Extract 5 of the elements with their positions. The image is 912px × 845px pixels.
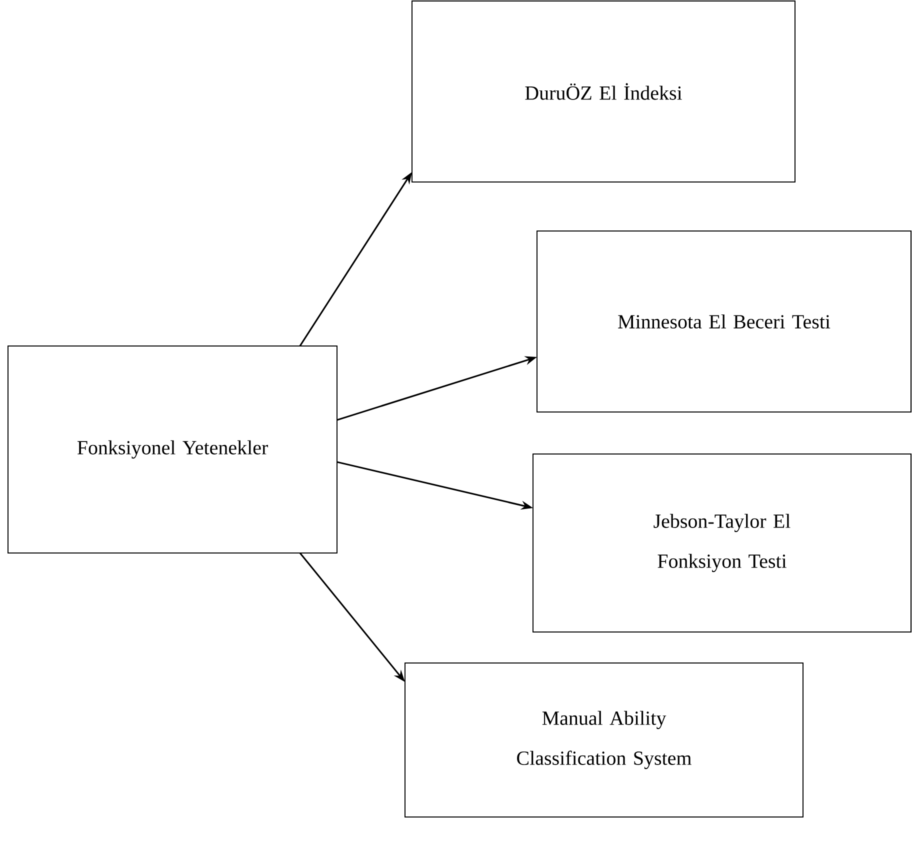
text-box: Jebson-Taylor El Fonksiyon Testi xyxy=(532,453,912,632)
text-box: DuruÖZ El İndeksi xyxy=(412,0,796,182)
text-box: Fonksiyonel Yetenekler xyxy=(8,345,338,554)
text-box: Manual Ability Classification System xyxy=(404,662,804,818)
text-box: Minnesota El Beceri Testi xyxy=(536,230,912,412)
